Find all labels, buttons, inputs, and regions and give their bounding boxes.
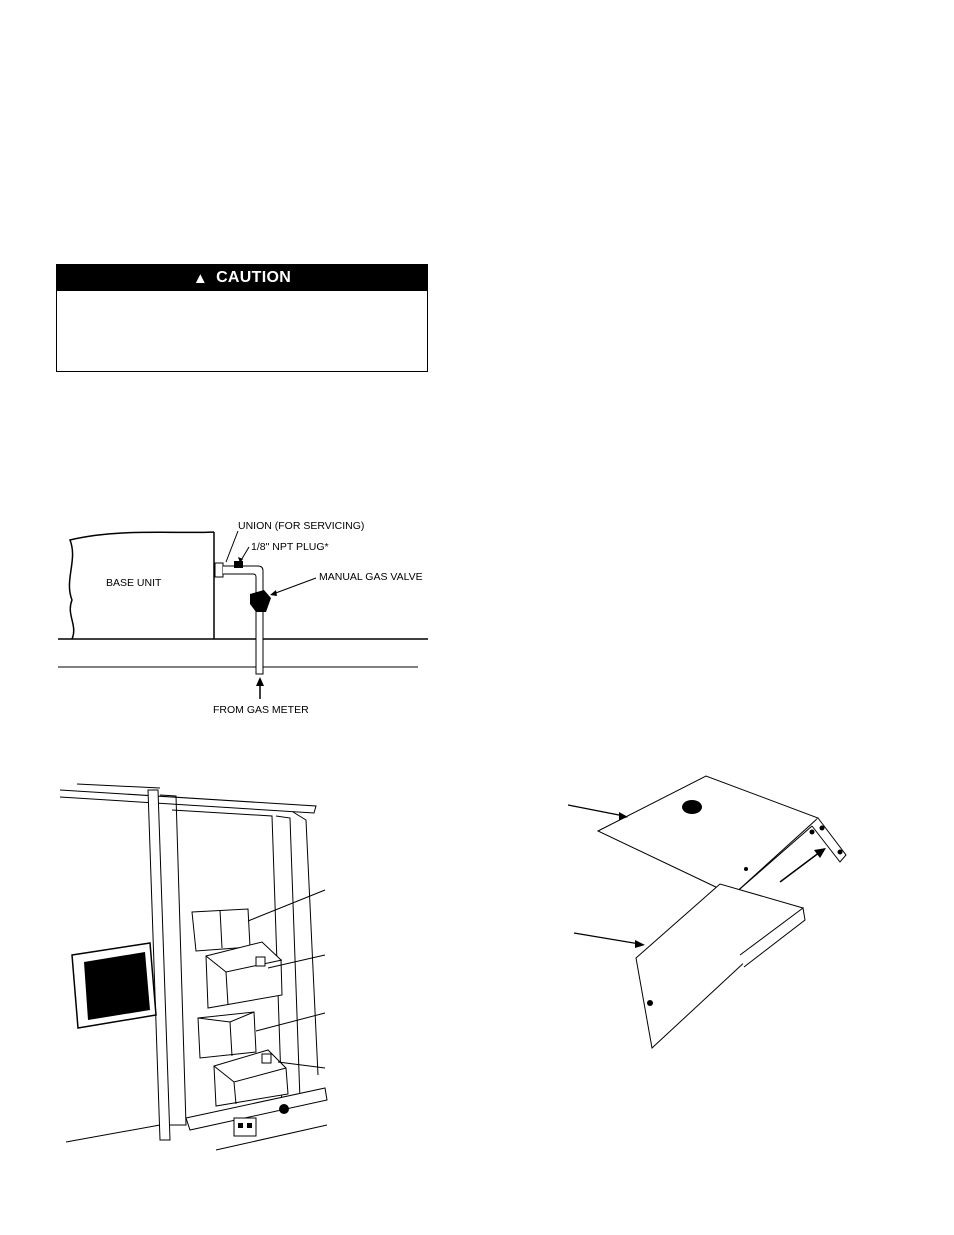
caution-box: ▲ CAUTION bbox=[56, 264, 428, 372]
label-base-unit: BASE UNIT bbox=[106, 577, 162, 589]
label-manual-gas-valve: MANUAL GAS VALVE bbox=[319, 571, 423, 583]
caution-title: CAUTION bbox=[216, 269, 292, 286]
label-union: UNION (FOR SERVICING) bbox=[238, 520, 365, 532]
label-from-gas-meter: FROM GAS METER bbox=[213, 704, 309, 716]
warning-triangle-icon: ▲ bbox=[192, 269, 209, 287]
caution-header: ▲ CAUTION bbox=[57, 265, 427, 291]
label-npt-plug: 1/8" NPT PLUG* bbox=[251, 541, 329, 553]
